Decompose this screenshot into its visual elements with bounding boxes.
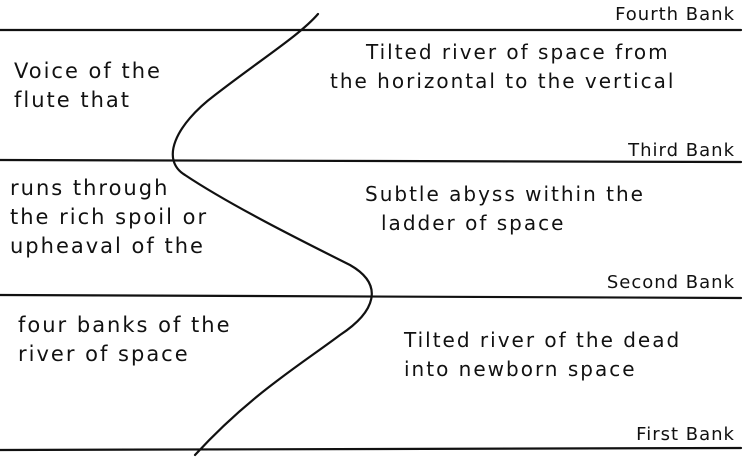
bank-line-third <box>0 158 743 164</box>
text-line: four banks of the <box>18 313 232 337</box>
text-line: the rich spoil or <box>10 205 209 229</box>
left-text-top: Voice of the flute that <box>14 57 162 115</box>
text-line: runs through <box>10 176 170 200</box>
bank-label-first: First Bank <box>636 424 735 445</box>
flute-curve <box>171 12 373 457</box>
text-line: into newborn space <box>404 357 637 381</box>
right-text-middle: Subtle abyss within the ladder of space <box>365 180 645 238</box>
text-line: Tilted river of the dead <box>404 328 682 352</box>
bank-label-third: Third Bank <box>628 140 735 161</box>
text-line: Voice of the <box>14 59 162 83</box>
bank-line-first <box>0 446 743 452</box>
text-line: the horizontal to the vertical <box>330 69 676 93</box>
right-text-bottom: Tilted river of the dead into newborn sp… <box>404 326 681 384</box>
right-text-top: Tilted river of space from the horizonta… <box>330 38 675 96</box>
text-line: river of space <box>18 342 190 366</box>
bank-line-second <box>0 293 743 300</box>
text-line: Subtle abyss within the <box>365 182 645 206</box>
text-line: ladder of space <box>381 211 566 235</box>
text-line: flute that <box>14 88 132 112</box>
left-text-middle: runs through the rich spoil or upheaval … <box>10 174 208 261</box>
bank-label-second: Second Bank <box>606 272 735 293</box>
text-line: Tilted river of space from <box>366 40 670 64</box>
bank-label-fourth: Fourth Bank <box>615 4 735 25</box>
left-text-bottom: four banks of the river of space <box>18 311 232 369</box>
text-line: upheaval of the <box>10 234 205 258</box>
